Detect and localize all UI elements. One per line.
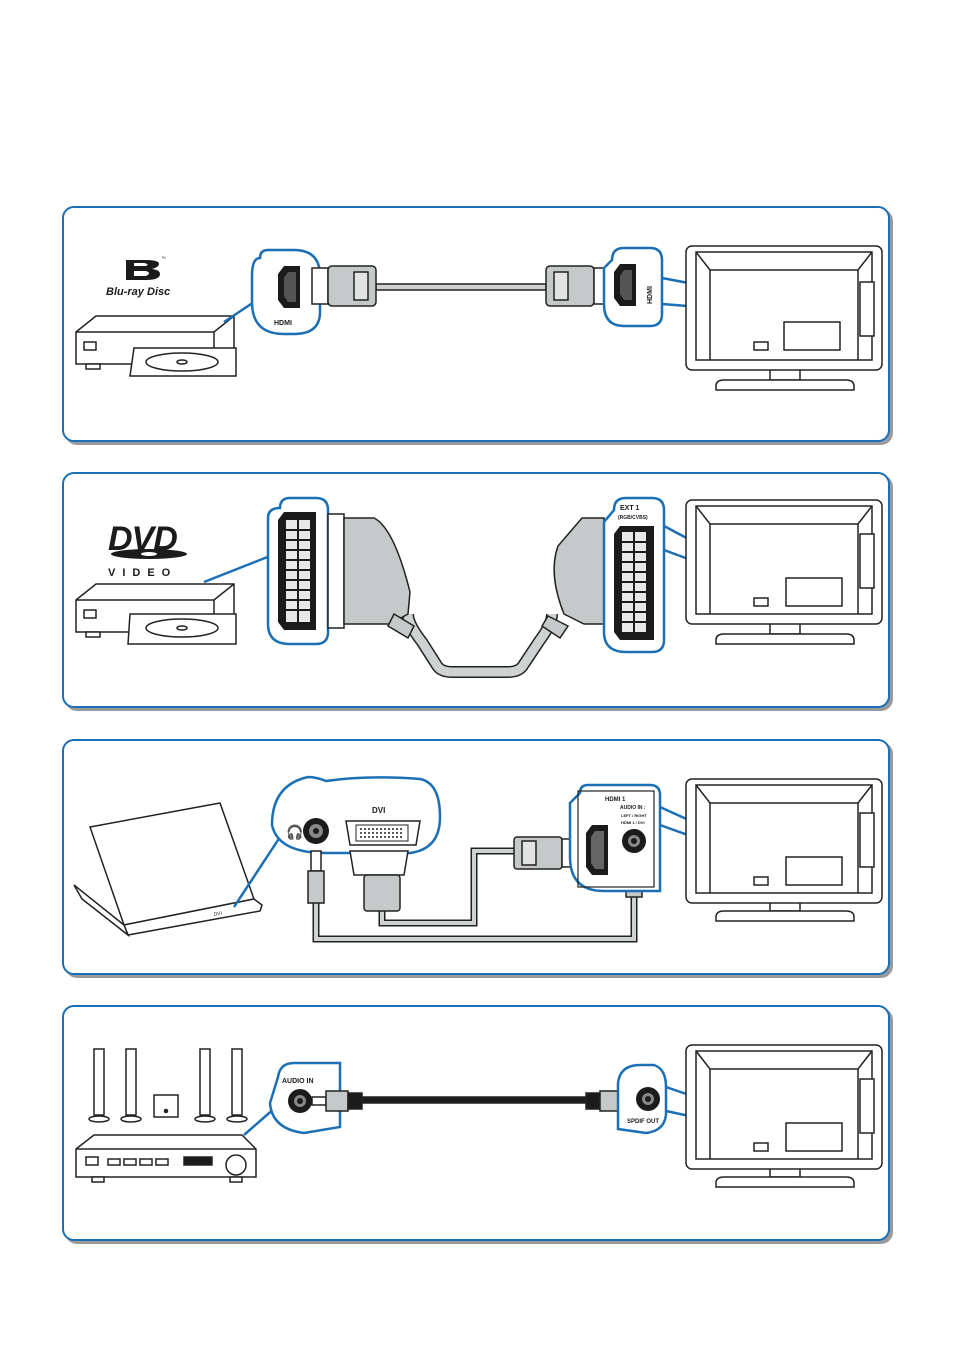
hdmi-cable — [311, 265, 611, 307]
tv-audio-sublabel-1: LEFT / RIGHT — [621, 813, 647, 818]
speakers — [88, 1048, 248, 1123]
tv-hdmi-port-callout: HDMI — [602, 246, 664, 328]
dvi-hdmi-cable — [349, 836, 577, 927]
tv-rear — [685, 499, 883, 645]
dvd-diagram: DVD VIDEO EXT 1 (RGB/CVBS) — [75, 496, 883, 678]
tv-scart-port-callout: EXT 1 (RGB/CVBS) — [602, 496, 666, 654]
audio-in-port-label: AUDIO IN — [282, 1078, 314, 1085]
coax-cable — [311, 1090, 637, 1112]
pc-ports-callout: 🎧 DVI — [270, 775, 442, 855]
dvd-scart-port-callout — [266, 496, 330, 646]
tv-hdmi-audio-callout: HDMI 1 AUDIO IN : LEFT / RIGHT HDMI 1 / … — [568, 783, 662, 893]
bluray-diagram: Blu-ray Disc ™ HDMI HDMI — [75, 245, 883, 391]
tv-audio-sublabel-2: HDMI 1 / DVI — [621, 820, 645, 825]
tv-rear — [685, 1044, 883, 1188]
headphone-icon: 🎧 — [286, 824, 303, 841]
audio-in-port-callout: AUDIO IN — [268, 1061, 342, 1135]
tv-rear — [685, 778, 883, 922]
laptop-port-label: DVI — [213, 911, 222, 918]
tv-hdmi-port-label: HDMI 1 — [605, 797, 626, 803]
pc-diagram: DVI 🎧 DVI HDMI 1 AUDIO IN : LE — [73, 775, 883, 943]
panel-pc-dvi: DVI 🎧 DVI HDMI 1 AUDIO IN : LE — [62, 739, 890, 975]
dvd-player — [75, 583, 237, 645]
spdif-out-port-label: SPDIF OUT — [627, 1119, 659, 1125]
panel-audio-spdif: AUDIO IN SPDIF OUT — [62, 1005, 890, 1241]
bluray-logo-tm: ™ — [161, 256, 166, 262]
bluray-logo: Blu-ray Disc ™ — [106, 256, 170, 298]
scart-cable — [327, 513, 617, 678]
bluray-logo-text: Blu-ray — [106, 286, 145, 298]
bluray-player — [75, 315, 237, 377]
tv-audio-label: AUDIO IN : — [620, 805, 646, 811]
pc-port-label: DVI — [372, 806, 385, 815]
audio-diagram: AUDIO IN SPDIF OUT — [75, 1044, 883, 1188]
bluray-left-port-label: HDMI — [274, 320, 292, 327]
bluray-logo-text-disc: Disc — [147, 286, 170, 298]
av-receiver — [75, 1134, 257, 1183]
dvd-logo-subtext: VIDEO — [108, 567, 177, 579]
dvd-logo: DVD VIDEO — [108, 520, 187, 579]
panel-bluray-hdmi: Blu-ray Disc ™ HDMI HDMI — [62, 206, 890, 442]
spdif-out-port-callout: SPDIF OUT — [616, 1063, 668, 1135]
panel-dvd-scart: DVD VIDEO EXT 1 (RGB/CVBS) — [62, 472, 890, 708]
tv-rear — [685, 245, 883, 391]
tv-scart-port-label: EXT 1 — [620, 505, 640, 512]
tv-scart-port-sublabel: (RGB/CVBS) — [618, 515, 648, 521]
bluray-hdmi-port-callout: HDMI — [250, 248, 322, 336]
tv-right-port-label: HDMI — [647, 286, 654, 304]
laptop: DVI — [73, 802, 263, 938]
